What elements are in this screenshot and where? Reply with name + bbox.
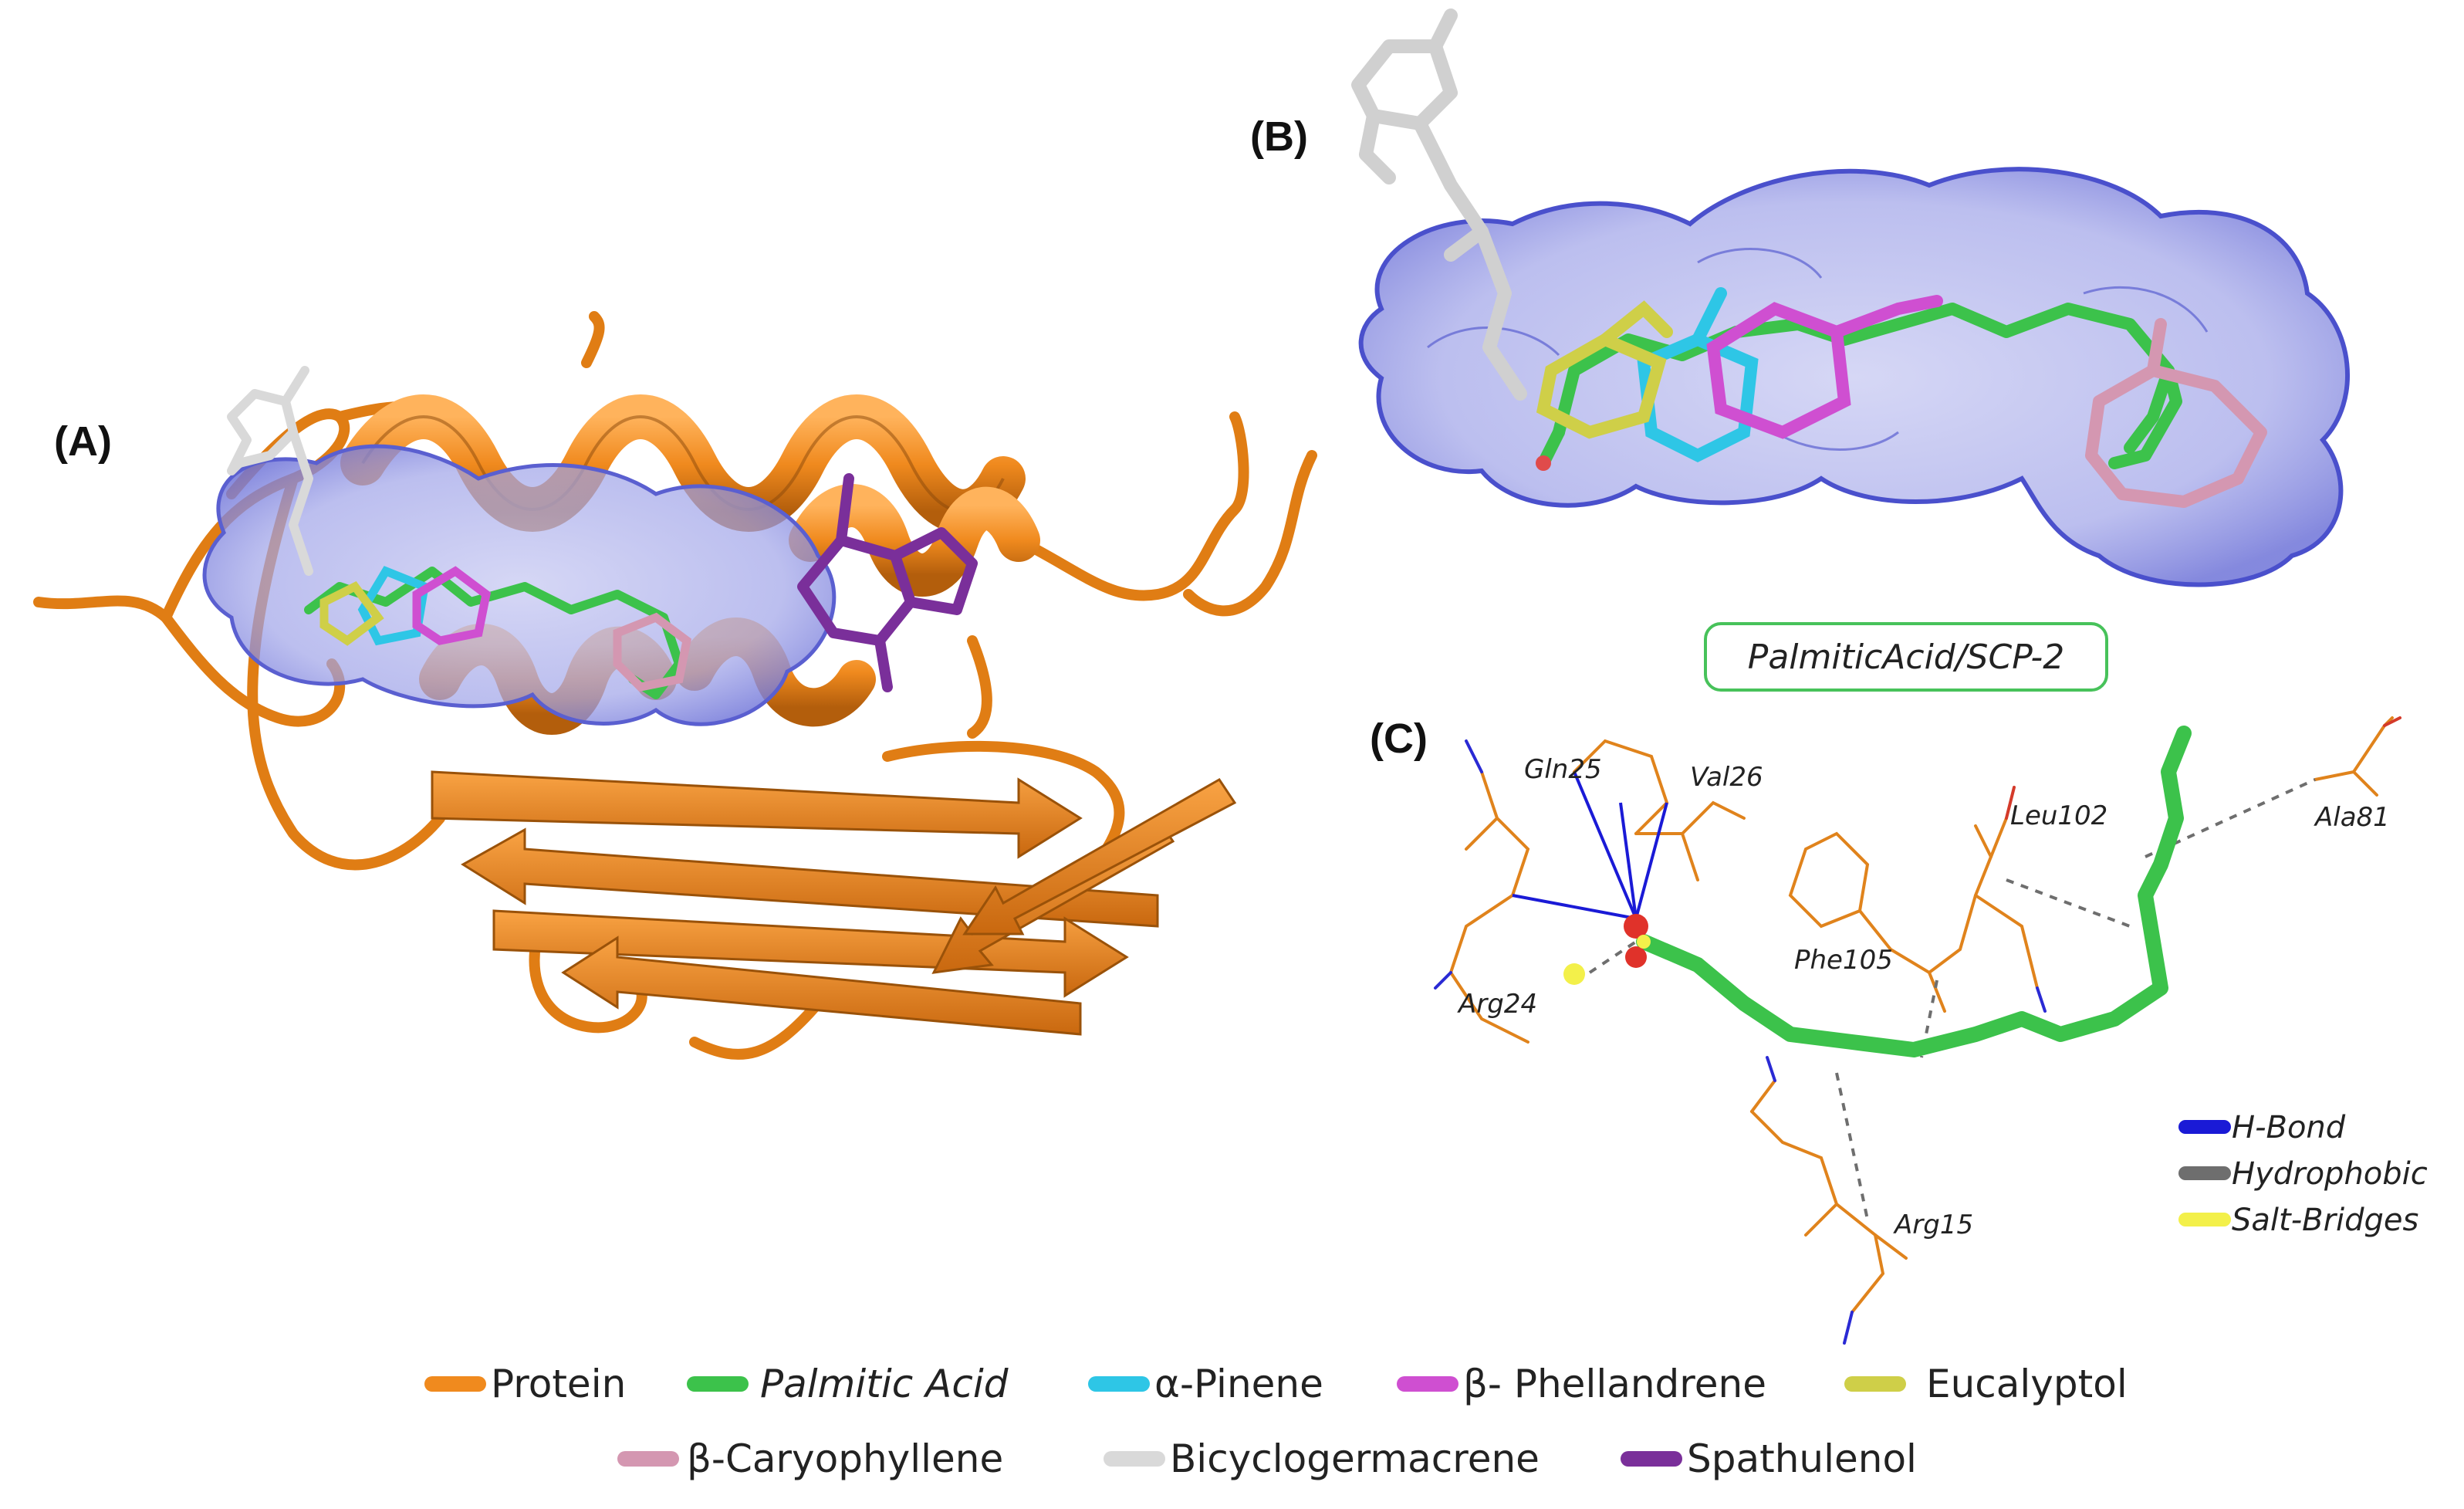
beta-sheet [431, 770, 1237, 1036]
bicyclogermacrene-ligand-b [1351, 8, 1527, 401]
bicyclogermacrene-ligand-a [227, 366, 313, 576]
h-bond-lines [1512, 771, 1668, 920]
panel-b: (B) [1250, 8, 2351, 692]
pinene-ligand-b [1637, 287, 1759, 462]
hydrophobic-legend-label: Hydrophobic [2232, 1156, 2428, 1192]
interaction-legend: H-Bond Hydrophobic Salt-Bridges [2178, 1110, 2428, 1238]
complex-label-box: PalmiticAcid/SCP-2 [1704, 622, 2108, 692]
residue-label-phe105: Phe105 [1794, 945, 1893, 976]
panel-b-label: (B) [1250, 113, 1308, 160]
carboxyl-group [1563, 914, 1651, 985]
legend-item-bicyclogermacrene: Bicyclogermacrene [1104, 1436, 1540, 1481]
ligands-panel-a [227, 366, 978, 699]
complex-label: PalmiticAcid/SCP-2 [1748, 638, 2064, 677]
ligand-legend: Protein Palmitic Acid α-Pinene β- Phella… [424, 1362, 2128, 1481]
caryophyllene-ligand-b [2085, 318, 2267, 508]
panel-c-label: (C) [1370, 716, 1428, 762]
legend-item-pinene: α-Pinene [1088, 1362, 1323, 1406]
residue-atoms [1434, 716, 2401, 1345]
phellandrene-ligand-b [1706, 295, 1943, 439]
panel-c: (C) [1370, 716, 2428, 1345]
palmitic-acid-ligand-a [304, 567, 684, 699]
residue-labels: Gln25 Val26 Leu102 Ala81 Phe105 Arg24 Ar… [1457, 754, 2390, 1240]
legend-item-caryophyllene: β-Caryophyllene [617, 1436, 1003, 1481]
ligands-panel-b [1351, 8, 2267, 508]
legend-item-eucalyptol: Eucalyptol [1844, 1362, 2128, 1406]
interaction-legend-hbond: H-Bond [2178, 1110, 2346, 1145]
legend-item-protein: Protein [424, 1362, 626, 1406]
residue-label-arg24: Arg24 [1457, 989, 1537, 1020]
eucalyptol-legend-label: Eucalyptol [1926, 1362, 2128, 1406]
phellandrene-legend-label: β- Phellandrene [1463, 1362, 1766, 1406]
residue-sticks [1448, 716, 2394, 1314]
legend-item-phellandrene: β- Phellandrene [1397, 1362, 1766, 1406]
pinene-legend-label: α-Pinene [1154, 1362, 1323, 1406]
legend-item-palmitic-acid: Palmitic Acid [687, 1362, 1009, 1406]
protein-legend-label: Protein [491, 1362, 626, 1406]
caryophyllene-legend-label: β-Caryophyllene [687, 1436, 1003, 1481]
residue-label-ala81: Ala81 [2314, 802, 2390, 833]
phellandrene-ligand-a [412, 566, 492, 645]
salt-bridge-legend-label: Salt-Bridges [2232, 1203, 2418, 1238]
spathulenol-legend-label: Spathulenol [1687, 1436, 1917, 1481]
palmitic-acid-ligand-c [1636, 726, 2192, 1057]
panel-a-label: (A) [54, 418, 112, 465]
bicyclogermacrene-legend-label: Bicyclogermacrene [1170, 1436, 1540, 1481]
hbond-legend-label: H-Bond [2232, 1110, 2346, 1145]
residue-label-gln25: Gln25 [1524, 754, 1602, 785]
hydrophobic-lines [1588, 778, 2316, 1220]
interaction-legend-salt-bridge: Salt-Bridges [2178, 1203, 2418, 1238]
helix-1 [340, 394, 1026, 534]
residue-label-leu102: Leu102 [2010, 800, 2107, 831]
legend-item-spathulenol: Spathulenol [1621, 1436, 1917, 1481]
eucalyptol-ligand-a [319, 581, 384, 646]
residue-label-arg15: Arg15 [1893, 1210, 1973, 1240]
spathulenol-ligand-a [797, 473, 978, 692]
protein-cartoon [33, 311, 1317, 1060]
panel-a: (A) [33, 311, 1317, 1060]
interaction-legend-hydrophobic: Hydrophobic [2178, 1156, 2428, 1192]
oxygen-atom-b [1536, 455, 1551, 471]
eucalyptol-ligand-b [1536, 300, 1673, 439]
salt-bridge-marker [1563, 963, 1585, 985]
caryophyllene-ligand-a [613, 612, 692, 692]
residue-label-val26: Val26 [1690, 762, 1763, 793]
palmitic-acid-legend-label: Palmitic Acid [760, 1362, 1009, 1406]
